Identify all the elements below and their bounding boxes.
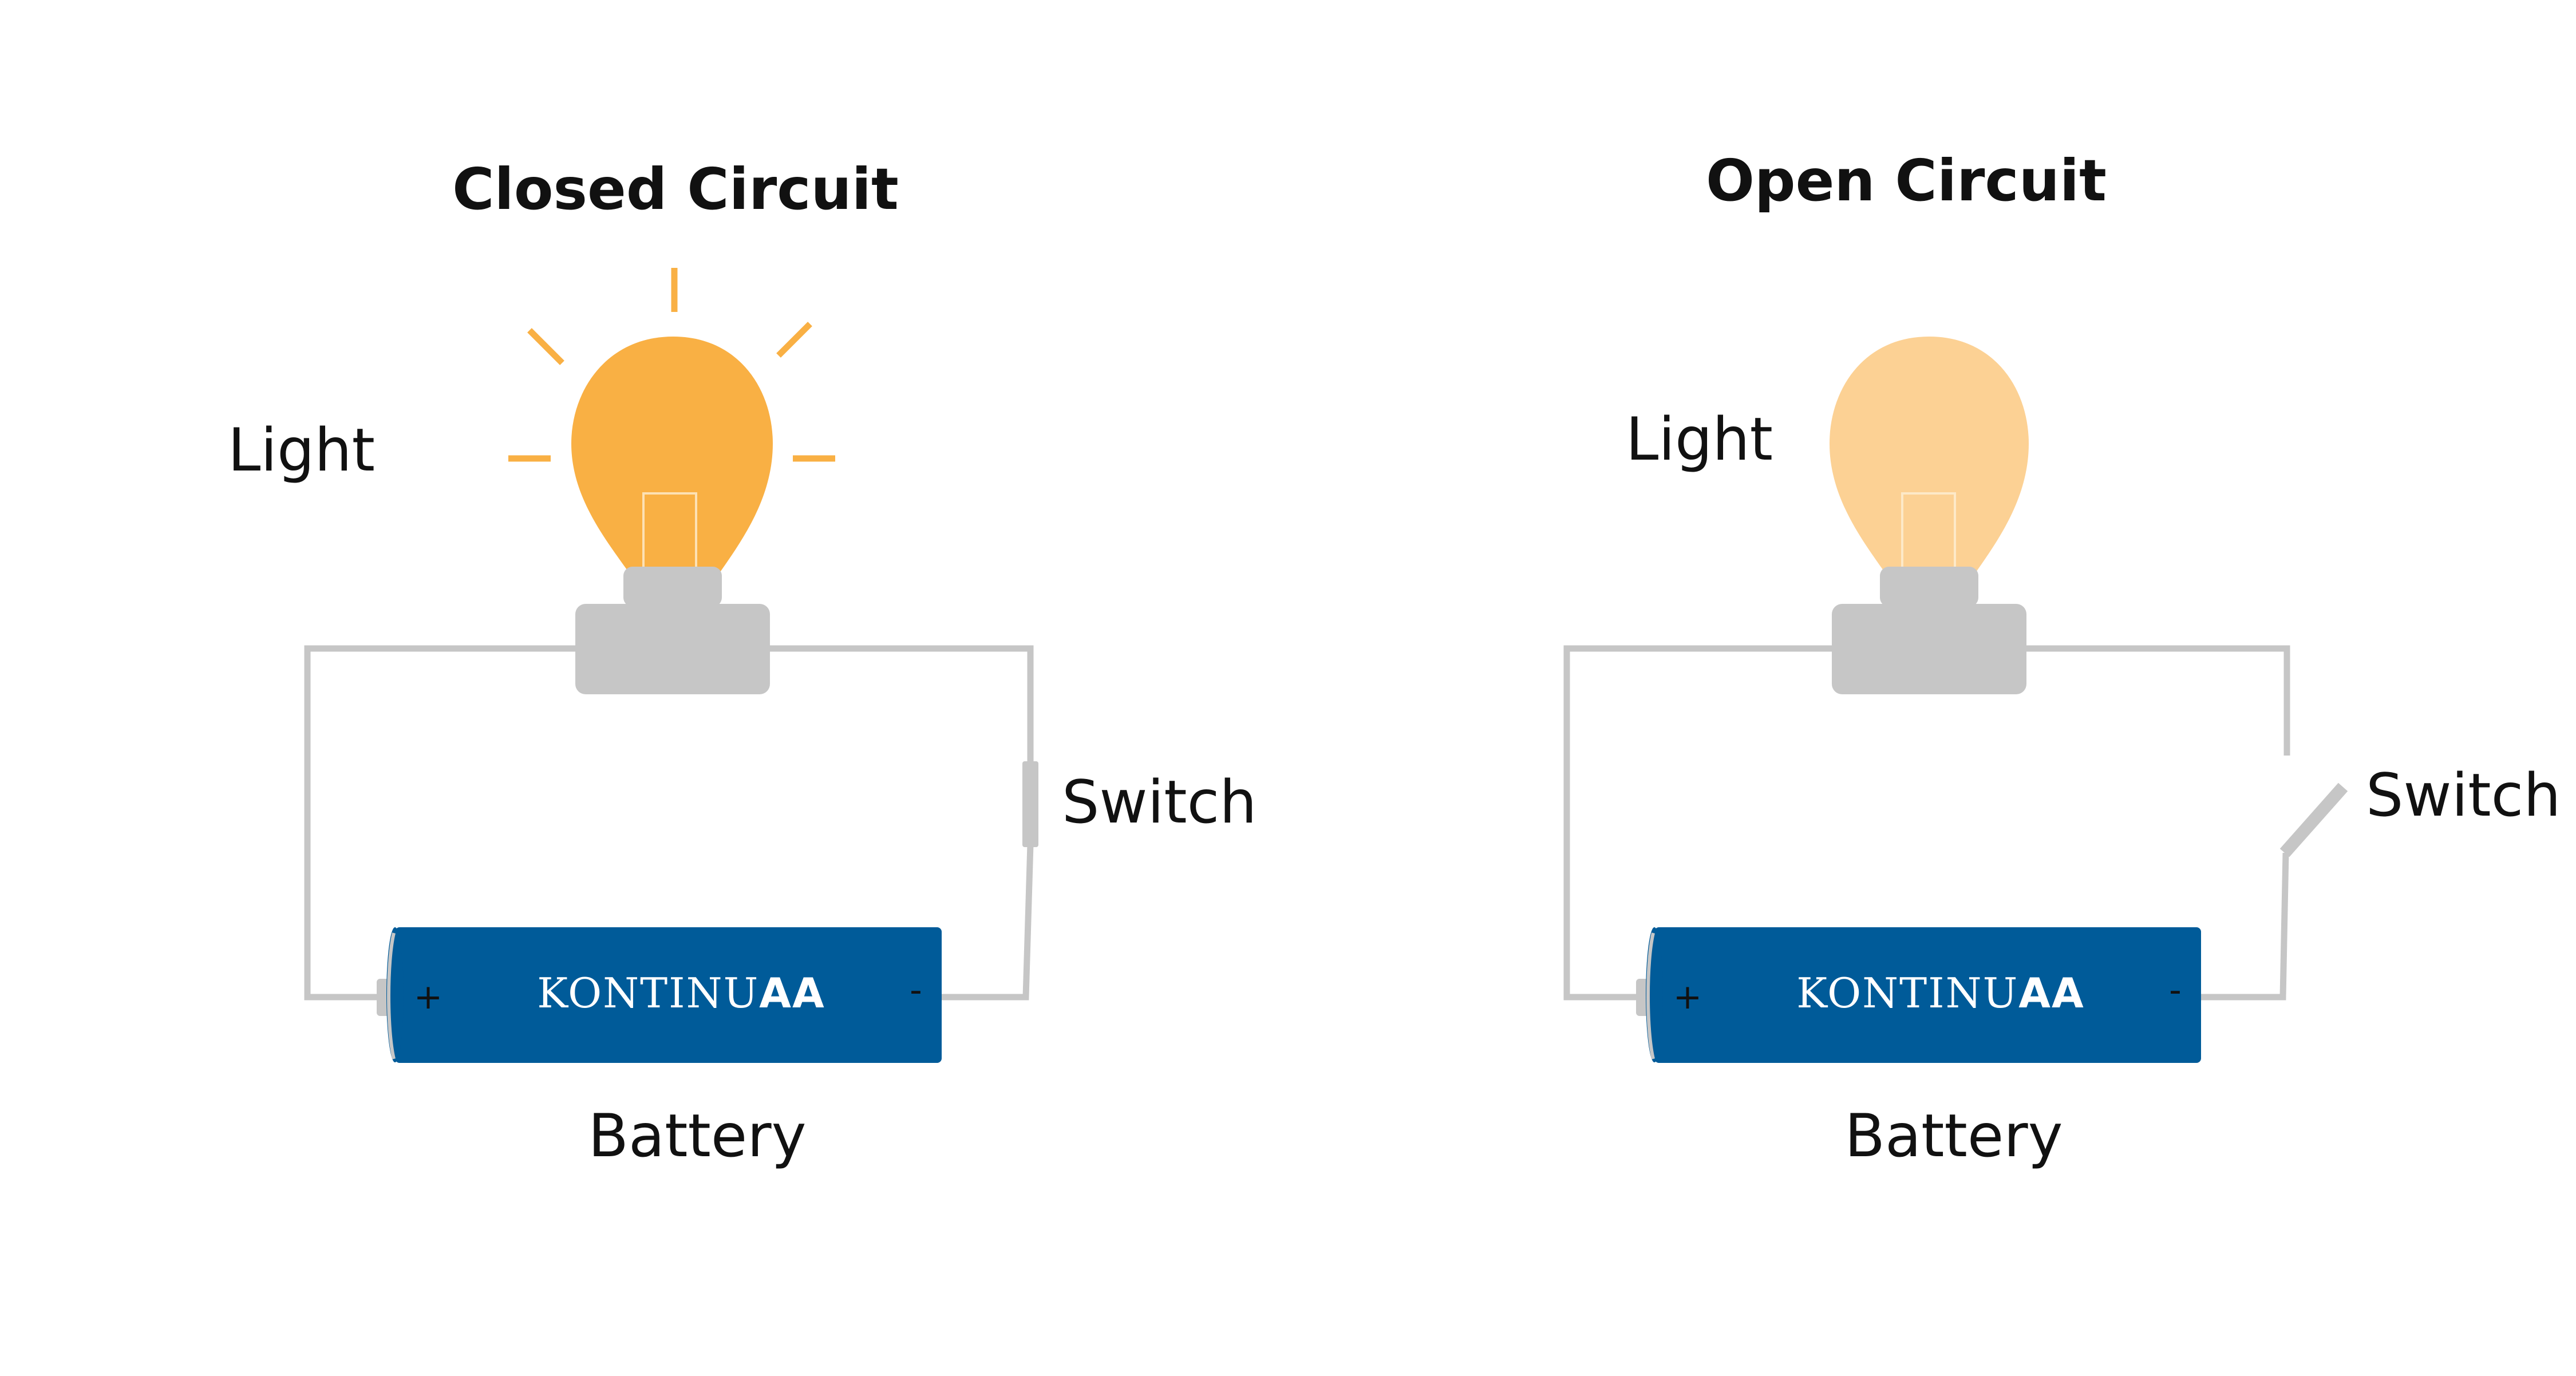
open-battery: KONTINUAA + - <box>1636 927 2201 1063</box>
battery-label: Battery <box>588 1102 806 1171</box>
positive-terminal: + <box>1673 977 1702 1017</box>
battery-brand-bold: AA <box>759 969 825 1017</box>
switch-label: Switch <box>1062 768 1257 837</box>
closed-circuit-panel: Closed Circuit KONTIN <box>228 156 1257 1171</box>
battery-brand-regular: KONTINU <box>1796 969 2018 1017</box>
open-circuit-title: Open Circuit <box>1706 147 2107 214</box>
open-circuit-panel: Open Circuit KONTINUAA + - Light Switch … <box>1563 147 2561 1171</box>
battery-brand: KONTINUAA <box>1796 969 2084 1017</box>
battery-brand-bold: AA <box>2018 969 2084 1017</box>
open-switch <box>2279 782 2348 857</box>
switch-label: Switch <box>2366 761 2561 830</box>
closed-switch <box>1022 761 1038 847</box>
bulb-on-icon <box>508 268 835 694</box>
light-label: Light <box>228 416 375 485</box>
positive-terminal: + <box>414 977 442 1017</box>
battery-label: Battery <box>1844 1102 2063 1171</box>
closed-circuit-wire <box>304 645 1034 1001</box>
bulb-off-icon <box>1830 337 2029 694</box>
closed-circuit-title: Closed Circuit <box>452 156 899 223</box>
closed-battery: KONTINUAA + - <box>377 927 942 1063</box>
open-circuit-wire <box>1563 645 2290 1001</box>
light-label: Light <box>1626 405 1773 474</box>
battery-brand: KONTINUAA <box>537 969 825 1017</box>
battery-brand-regular: KONTINU <box>537 969 759 1017</box>
negative-terminal: - <box>2169 970 2182 1010</box>
negative-terminal: - <box>910 970 922 1010</box>
